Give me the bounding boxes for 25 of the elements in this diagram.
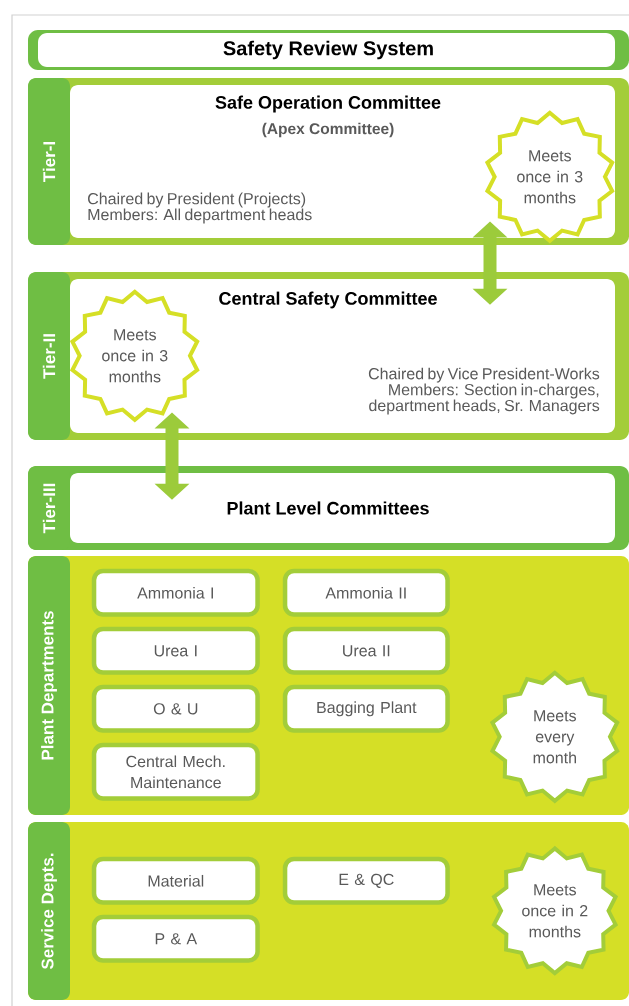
committee-title: Central Safety Committee xyxy=(219,291,437,309)
department-box: Material xyxy=(91,856,260,905)
department-box: O & U xyxy=(91,684,260,733)
tier-label: Tier-II xyxy=(28,272,70,440)
committee-title: Safe Operation Committee xyxy=(215,95,441,113)
committee-title: Plant Level Committees xyxy=(227,501,429,515)
department-box: P & A xyxy=(91,914,260,963)
committee-subtitle: (Apex Committee) xyxy=(262,122,394,138)
tier-label: Tier-III xyxy=(28,466,70,550)
department-box: Ammonia II xyxy=(282,568,450,617)
tier-label: Plant Departments xyxy=(28,556,70,815)
department-box: Urea I xyxy=(91,626,260,675)
tier-label: Tier-I xyxy=(28,78,70,245)
committee-description: Chaired by Vice President-Works Members: Section in-charges, department heads, Sr. Managers xyxy=(368,367,600,415)
department-box: Bagging Plant xyxy=(282,684,450,733)
title-box: Safety Review System xyxy=(28,30,629,70)
department-box: Ammonia I xyxy=(91,568,260,617)
department-box: Urea II xyxy=(282,626,450,675)
meeting-star: Meets every month xyxy=(489,670,620,804)
meeting-star: Meets once in 3 months xyxy=(69,289,200,423)
department-box: E & QC xyxy=(282,856,450,905)
committee-description: Chaired by President (Projects) Members: All department heads xyxy=(88,192,312,224)
meeting-star: Meets once in 3 months xyxy=(484,110,615,244)
tier-label: Service Depts. xyxy=(28,822,70,1000)
department-box: Central Mech. Maintenance xyxy=(91,742,260,801)
